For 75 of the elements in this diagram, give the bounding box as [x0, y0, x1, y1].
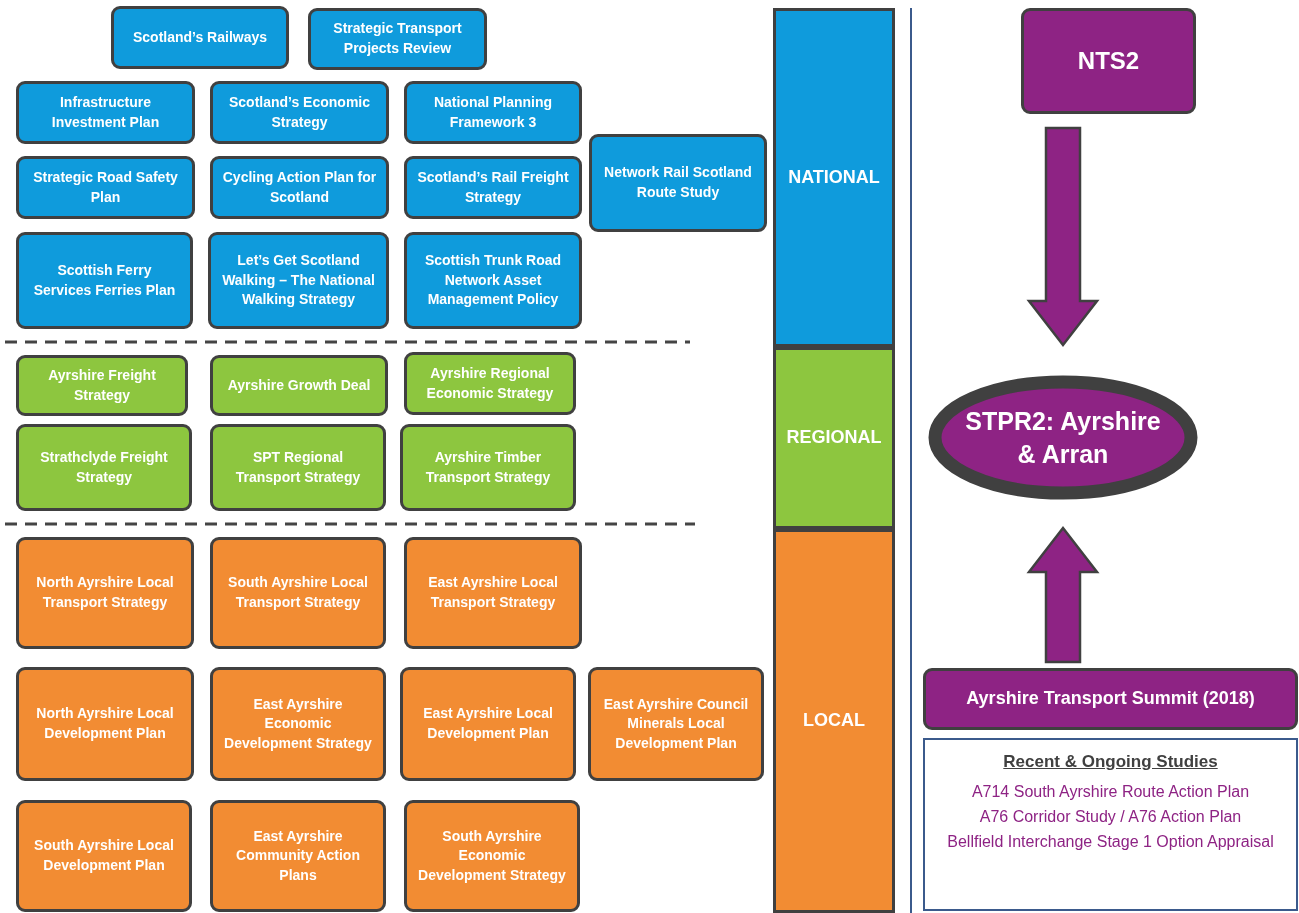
study-item: Bellfield Interchange Stage 1 Option Appraisal	[947, 832, 1274, 853]
box-label: East Ayrshire Local Transport Strategy	[427, 573, 559, 612]
process-box	[404, 537, 582, 649]
box-label: Scottish Trunk Road Network Asset Management Policy	[423, 251, 563, 310]
process-box	[923, 668, 1298, 730]
box-label: North Ayrshire Local Development Plan	[35, 704, 175, 743]
ellipse-node	[928, 375, 1198, 500]
box-label: East Ayrshire Community Action Plans	[235, 826, 361, 885]
box-label: Cycling Action Plan for Scotland	[221, 167, 378, 207]
process-box	[16, 232, 193, 329]
box-label: Strategic Road Safety Plan	[32, 167, 179, 207]
level-label: LOCAL	[803, 709, 865, 733]
process-box	[16, 800, 192, 912]
box-label: North Ayrshire Local Transport Strategy	[35, 573, 175, 612]
process-box	[404, 232, 582, 329]
process-box	[1021, 8, 1196, 114]
panel-heading: Recent & Ongoing Studies	[1003, 751, 1218, 773]
box-label: National Planning Framework 3	[432, 92, 554, 132]
block-arrow	[1026, 525, 1100, 664]
level-band	[773, 529, 895, 913]
box-label: Scotland’s Railways	[132, 27, 268, 47]
process-box	[589, 134, 767, 232]
level-label: NATIONAL	[788, 165, 880, 189]
box-label: SPT Regional Transport Strategy	[234, 447, 362, 487]
process-box	[210, 424, 386, 511]
box-label: Scottish Ferry Services Ferries Plan	[32, 260, 177, 300]
process-box	[16, 667, 194, 781]
box-label: Strategic Transport Projects Review	[332, 19, 463, 58]
box-label: South Ayrshire Local Development Plan	[33, 836, 175, 875]
process-box	[16, 156, 195, 219]
level-band	[773, 8, 895, 347]
process-box	[400, 667, 576, 781]
level-band	[773, 347, 895, 529]
process-box	[210, 355, 388, 416]
process-box	[16, 537, 194, 649]
box-label: East Ayrshire Council Minerals Local Development Plan	[602, 694, 750, 753]
process-box	[308, 8, 487, 70]
box-label: East Ayrshire Economic Development Strategy	[223, 694, 373, 753]
process-box	[210, 800, 386, 912]
box-label: Scotland’s Rail Freight Strategy	[416, 167, 570, 207]
box-label: Ayrshire Freight Strategy	[47, 365, 157, 405]
study-item: A76 Corridor Study / A76 Action Plan	[979, 807, 1242, 827]
process-box	[404, 800, 580, 912]
box-label: South Ayrshire Local Transport Strategy	[227, 573, 369, 612]
box-label: Ayrshire Growth Deal	[227, 375, 371, 395]
process-box	[588, 667, 764, 781]
process-box	[210, 156, 389, 219]
process-box	[16, 355, 188, 416]
box-label: Network Rail Scotland Route Study	[603, 163, 753, 202]
box-label: South Ayrshire Economic Development Strategy	[417, 826, 567, 885]
box-label: Let’s Get Scotland Walking – The National Walking Strategy	[221, 251, 376, 310]
process-box	[404, 352, 576, 415]
process-box	[404, 81, 582, 144]
process-box	[404, 156, 582, 219]
study-item: A714 South Ayrshire Route Action Plan	[971, 781, 1250, 802]
box-label: Strathclyde Freight Strategy	[39, 447, 169, 487]
level-label: REGIONAL	[786, 426, 882, 450]
studies-panel	[923, 738, 1298, 911]
box-label: Ayrshire Regional Economic Strategy	[425, 363, 555, 403]
box-label: STPR2: Ayrshire & Arran	[964, 406, 1162, 470]
process-box	[210, 537, 386, 649]
box-label: Ayrshire Timber Transport Strategy	[424, 447, 552, 487]
box-label: Scotland’s Economic Strategy	[227, 92, 372, 132]
process-box	[400, 424, 576, 511]
process-box	[210, 667, 386, 781]
box-label: Ayrshire Transport Summit (2018)	[966, 687, 1255, 711]
box-label: NTS2	[1077, 46, 1140, 77]
box-label: Infrastructure Investment Plan	[50, 92, 161, 132]
process-box	[111, 6, 289, 69]
process-box	[208, 232, 389, 329]
process-box	[16, 424, 192, 511]
block-arrow	[1026, 126, 1100, 348]
box-label: East Ayrshire Local Development Plan	[422, 704, 554, 743]
process-box	[210, 81, 389, 144]
process-box	[16, 81, 195, 144]
